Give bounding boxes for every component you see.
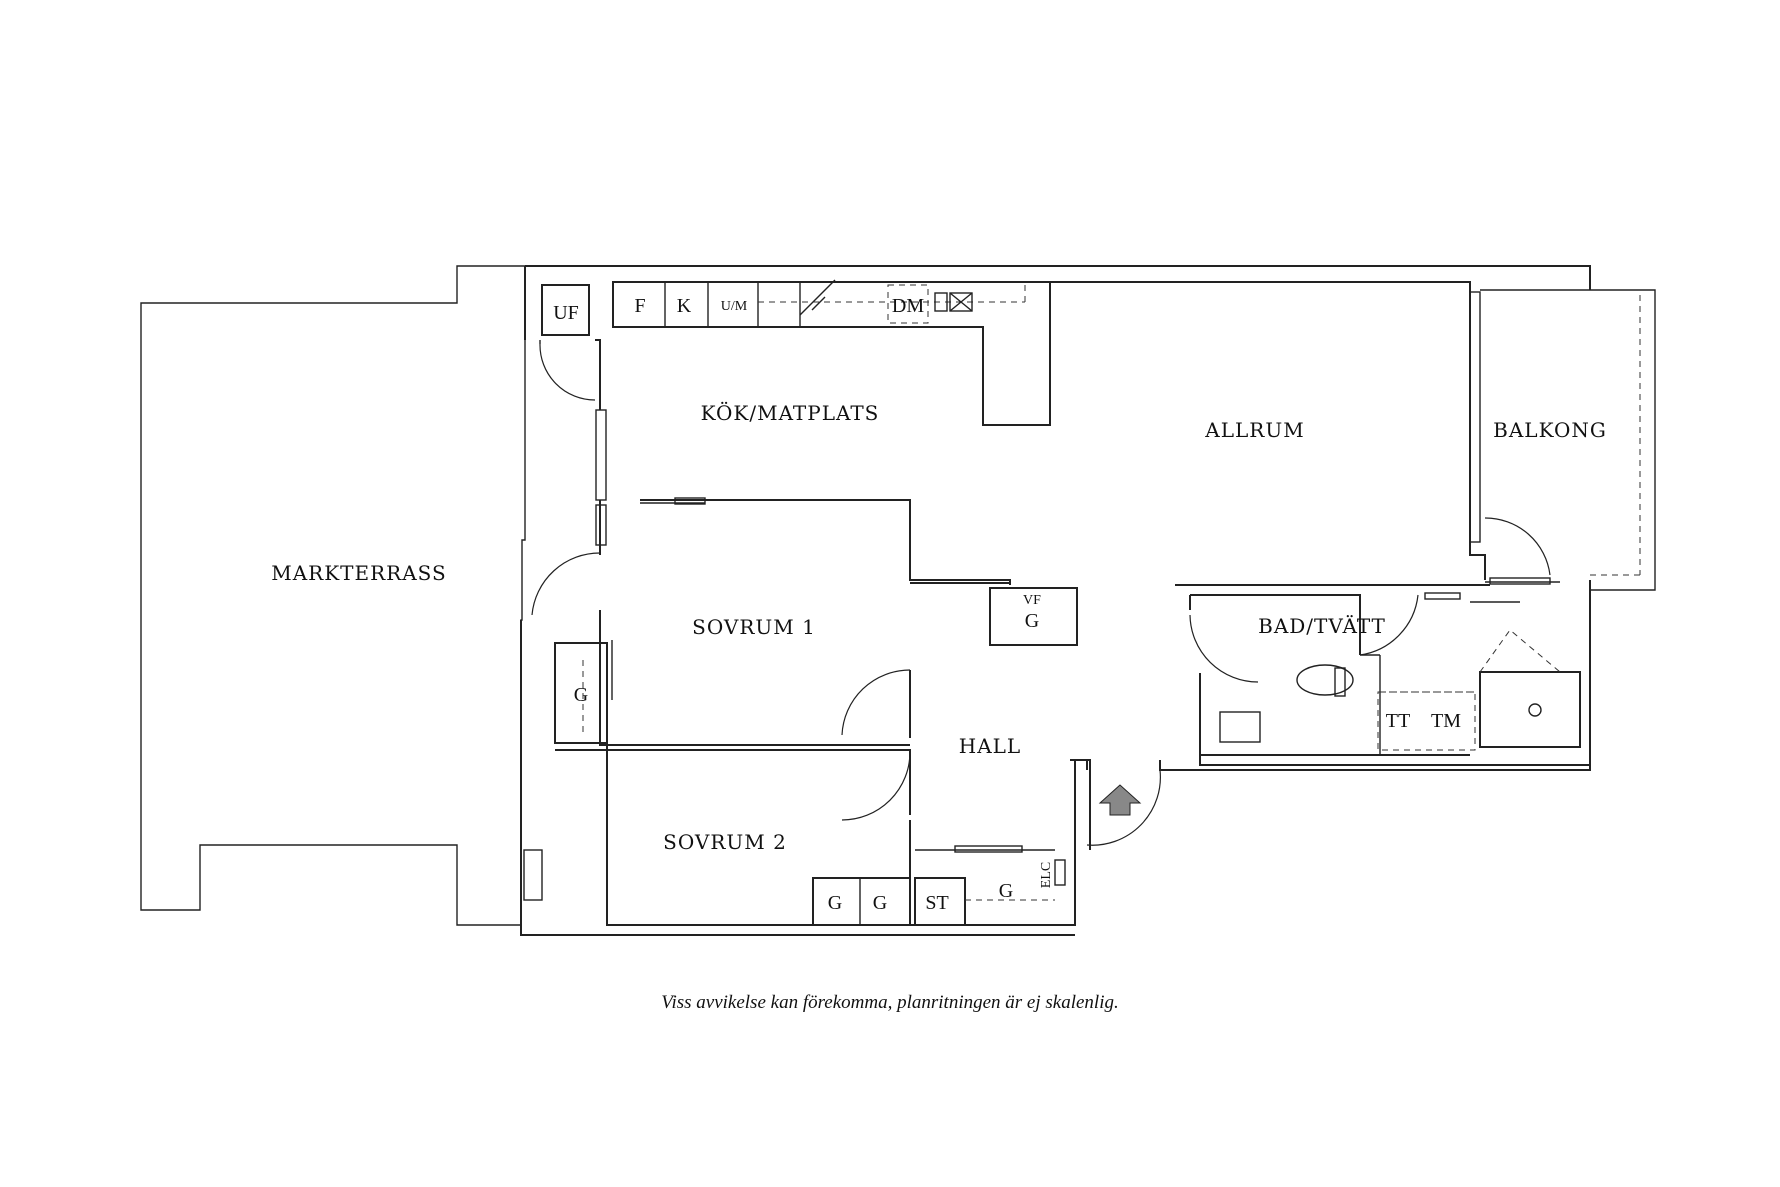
room-label-sovrum1: SOVRUM 1 — [692, 615, 816, 639]
sovrum1-walls — [608, 499, 1011, 746]
fixture-uf: UF — [553, 302, 579, 324]
door-arc — [539, 343, 596, 401]
room-label-markterrass: MARKTERRASS — [271, 561, 446, 585]
fixture-st: ST — [925, 892, 948, 914]
fixture-tm: TM — [1431, 710, 1461, 732]
fixture-vf: VF — [1023, 593, 1041, 608]
inner-frame — [520, 620, 1075, 936]
markterrass-outline — [140, 265, 526, 926]
g-closets-2 — [812, 877, 911, 926]
balkong-outline — [1480, 289, 1656, 591]
fixture-k: K — [677, 295, 692, 317]
room-label-kok: KÖK/MATPLATS — [701, 400, 880, 425]
bad-walls — [1175, 584, 1590, 766]
fixture-um: U/M — [721, 299, 748, 314]
fixture-g-sovrum2-a: G — [828, 892, 842, 914]
room-label-allrum: ALLRUM — [1204, 418, 1304, 442]
room-label-bad: BAD/TVÄTT — [1258, 614, 1386, 638]
fixture-elc: ELC — [1039, 862, 1054, 888]
toilet-icon — [1296, 664, 1354, 696]
room-label-balkong: BALKONG — [1493, 418, 1607, 442]
fixture-f: F — [634, 295, 645, 317]
sink-icon — [1219, 711, 1261, 743]
fixture-g-hall: G — [999, 880, 1013, 902]
outer-wall — [525, 265, 1591, 290]
fixture-dm: DM — [892, 295, 924, 317]
outer-wall-left — [524, 266, 1591, 926]
shower-box — [1479, 671, 1581, 748]
fixture-g-hall-closet: G — [1025, 610, 1039, 632]
room-label-sovrum2: SOVRUM 2 — [663, 830, 787, 854]
room-label-hall: HALL — [959, 734, 1021, 758]
g-closet-1 — [554, 642, 608, 744]
fixture-g-sovrum1: G — [574, 684, 588, 706]
hall-walls — [910, 582, 1078, 646]
disclaimer-note: Viss avvikelse kan förekomma, planritnin… — [661, 992, 1119, 1013]
fixture-g-sovrum2-b: G — [873, 892, 887, 914]
uf-closet — [541, 284, 590, 336]
entrance-arrow-icon — [1098, 784, 1142, 816]
fixture-tt: TT — [1386, 710, 1410, 732]
